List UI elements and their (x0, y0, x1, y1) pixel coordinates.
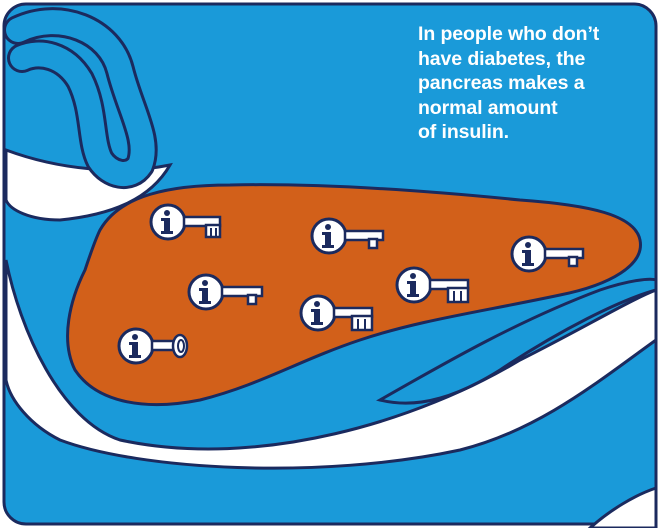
caption-line: have diabetes, the (418, 47, 654, 72)
caption-line: normal amount (418, 96, 654, 121)
caption-line: pancreas makes a (418, 71, 654, 96)
caption-line: of insulin. (418, 120, 654, 145)
caption-line: In people who don’t (418, 22, 654, 47)
caption-text: In people who don’t have diabetes, the p… (418, 22, 654, 145)
